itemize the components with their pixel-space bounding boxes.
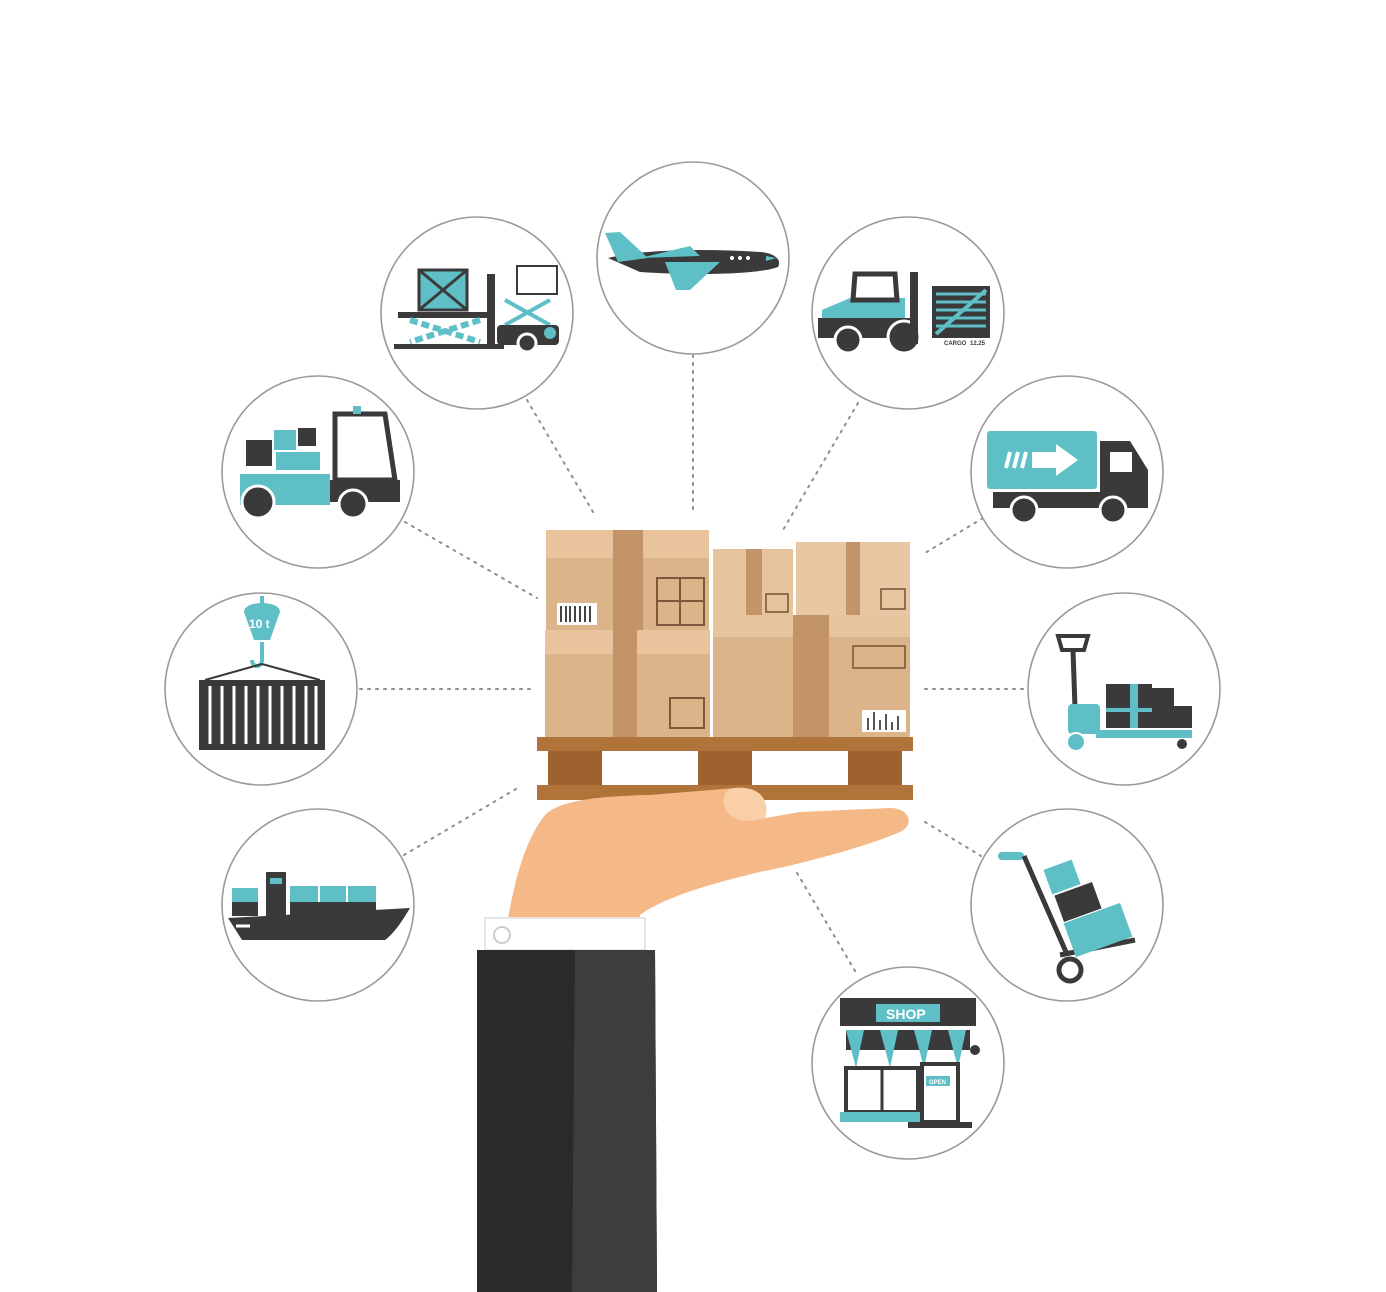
delivery-truck-icon [970, 375, 1164, 569]
airplane-icon [596, 161, 790, 355]
forklift-crate-number: 12.25 [970, 341, 986, 347]
pallet-jack-icon [1027, 592, 1221, 786]
hand [477, 787, 909, 1292]
forklift-crate-label: CARGO [944, 341, 967, 347]
scissor-lift-icon [380, 216, 574, 410]
container-ship-icon [221, 808, 415, 1002]
shop-icon: SHOP OPEN [811, 966, 1005, 1160]
connector-lines [359, 354, 1029, 977]
crane-weight-label: 10 t [249, 617, 270, 631]
hand-truck-icon [970, 808, 1164, 1002]
forklift-icon: CARGO 12.25 [811, 216, 1005, 410]
shop-sign: SHOP [886, 1006, 926, 1022]
crane-container-icon: 10 t [164, 592, 358, 786]
warehouse-tractor-icon [221, 375, 415, 569]
shop-door-sign: OPEN [929, 1080, 946, 1086]
cardboard-boxes [545, 530, 910, 737]
